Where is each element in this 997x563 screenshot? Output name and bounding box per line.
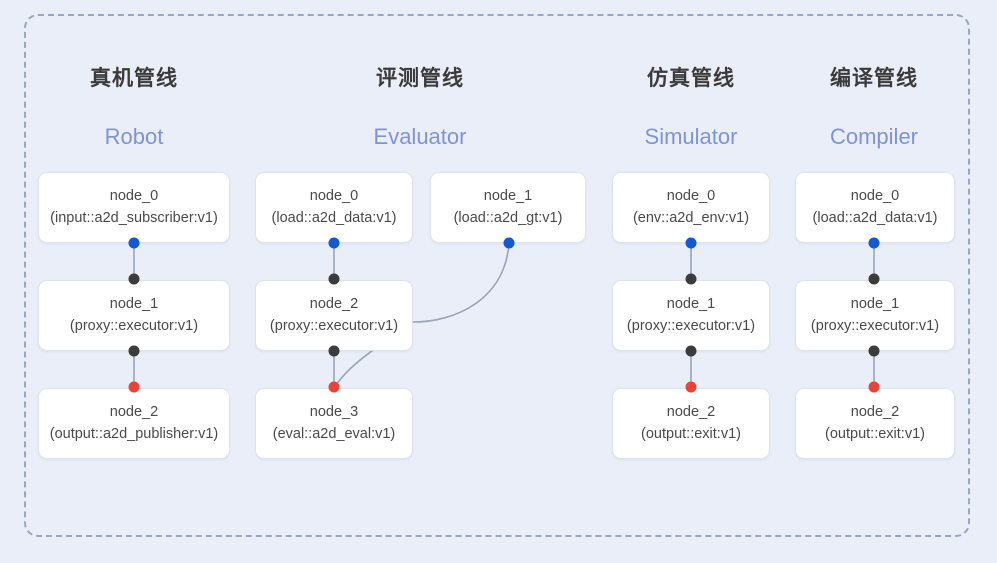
node-robot-2[interactable]: node_2 (output::a2d_publisher:v1) xyxy=(38,388,230,459)
node-spec: (output::exit:v1) xyxy=(641,425,741,442)
node-spec: (proxy::executor:v1) xyxy=(269,317,399,334)
column-title-cn-simulator: 仿真管线 xyxy=(647,67,735,90)
port-input-icon[interactable] xyxy=(685,381,697,393)
node-compiler-2[interactable]: node_2 (output::exit:v1) xyxy=(795,388,955,459)
node-spec: (load::a2d_data:v1) xyxy=(271,209,397,226)
node-name: node_2 xyxy=(309,296,359,313)
port-output-icon[interactable] xyxy=(503,237,515,249)
node-name: node_1 xyxy=(666,296,716,313)
port-relay-icon[interactable] xyxy=(128,345,140,357)
node-spec: (load::a2d_gt:v1) xyxy=(453,209,563,226)
port-relay-icon[interactable] xyxy=(328,273,340,285)
node-name: node_2 xyxy=(666,404,716,421)
port-output-icon[interactable] xyxy=(328,237,340,249)
port-relay-icon[interactable] xyxy=(685,273,697,285)
node-name: node_3 xyxy=(309,404,359,421)
node-spec: (load::a2d_data:v1) xyxy=(812,209,938,226)
port-input-icon[interactable] xyxy=(128,381,140,393)
node-spec: (output::exit:v1) xyxy=(825,425,925,442)
node-spec: (eval::a2d_eval:v1) xyxy=(272,425,396,442)
column-title-en-evaluator: Evaluator xyxy=(373,124,467,149)
port-relay-icon[interactable] xyxy=(685,345,697,357)
port-output-icon[interactable] xyxy=(685,237,697,249)
node-evaluator-0[interactable]: node_0 (load::a2d_data:v1) xyxy=(255,172,413,243)
node-spec: (env::a2d_env:v1) xyxy=(632,209,750,226)
column-title-cn-evaluator: 评测管线 xyxy=(376,67,464,90)
port-relay-icon[interactable] xyxy=(328,345,340,357)
node-spec: (proxy::executor:v1) xyxy=(810,317,940,334)
node-name: node_1 xyxy=(109,296,159,313)
port-relay-icon[interactable] xyxy=(868,345,880,357)
node-compiler-0[interactable]: node_0 (load::a2d_data:v1) xyxy=(795,172,955,243)
column-title-en-compiler: Compiler xyxy=(829,124,919,149)
node-name: node_0 xyxy=(109,188,159,205)
node-compiler-1[interactable]: node_1 (proxy::executor:v1) xyxy=(795,280,955,351)
column-title-en-robot: Robot xyxy=(104,124,164,149)
node-name: node_2 xyxy=(109,404,159,421)
node-robot-0[interactable]: node_0 (input::a2d_subscriber:v1) xyxy=(38,172,230,243)
column-title-cn-compiler: 编译管线 xyxy=(830,67,918,90)
node-robot-1[interactable]: node_1 (proxy::executor:v1) xyxy=(38,280,230,351)
node-evaluator-2[interactable]: node_2 (proxy::executor:v1) xyxy=(255,280,413,351)
node-evaluator-1[interactable]: node_1 (load::a2d_gt:v1) xyxy=(430,172,586,243)
port-input-icon[interactable] xyxy=(868,381,880,393)
node-name: node_0 xyxy=(309,188,359,205)
node-spec: (input::a2d_subscriber:v1) xyxy=(50,209,218,226)
port-input-icon[interactable] xyxy=(328,381,340,393)
node-name: node_1 xyxy=(483,188,533,205)
node-spec: (proxy::executor:v1) xyxy=(69,317,199,334)
dashed-boundary-frame xyxy=(24,14,970,537)
column-title-cn-robot: 真机管线 xyxy=(90,67,178,90)
node-name: node_1 xyxy=(850,296,900,313)
port-output-icon[interactable] xyxy=(868,237,880,249)
node-name: node_0 xyxy=(666,188,716,205)
column-title-en-simulator: Simulator xyxy=(644,124,738,149)
node-name: node_0 xyxy=(850,188,900,205)
node-evaluator-3[interactable]: node_3 (eval::a2d_eval:v1) xyxy=(255,388,413,459)
node-simulator-2[interactable]: node_2 (output::exit:v1) xyxy=(612,388,770,459)
node-simulator-0[interactable]: node_0 (env::a2d_env:v1) xyxy=(612,172,770,243)
port-relay-icon[interactable] xyxy=(868,273,880,285)
node-name: node_2 xyxy=(850,404,900,421)
port-output-icon[interactable] xyxy=(128,237,140,249)
node-simulator-1[interactable]: node_1 (proxy::executor:v1) xyxy=(612,280,770,351)
node-spec: (proxy::executor:v1) xyxy=(626,317,756,334)
node-spec: (output::a2d_publisher:v1) xyxy=(49,425,219,442)
port-relay-icon[interactable] xyxy=(128,273,140,285)
